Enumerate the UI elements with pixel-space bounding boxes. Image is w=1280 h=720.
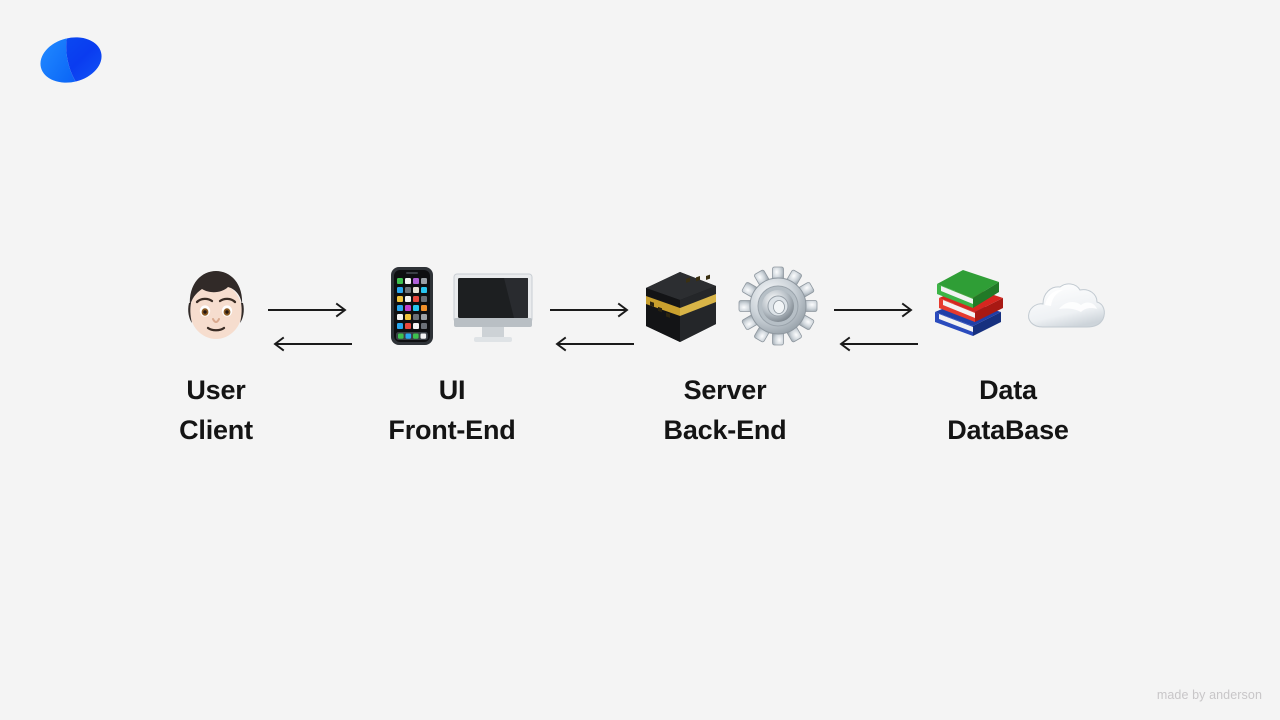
node-label-server: Server Back-End [645,370,805,450]
person-face-icon [180,267,252,345]
node-label-ui: UI Front-End [372,370,532,450]
arrow-right-head [617,302,629,318]
node-label-data-line1: Data [979,375,1037,405]
brand-logo-icon [40,37,102,83]
mobile-phone-icon [390,266,434,346]
watermark: made by anderson [1156,688,1262,702]
node-label-user-line2: Client [179,415,253,445]
architecture-diagram: User Client UI Front-End Server Back-End… [0,258,1280,458]
server-box-icon [642,266,720,346]
node-label-data-line2: DataBase [947,415,1069,445]
node-data-icons [922,258,1114,354]
connector-ui-server [550,296,634,358]
connector-user-ui [268,296,352,358]
connector-server-data [834,296,918,358]
diagram-icon-row [0,258,1280,354]
node-ui-icons [372,258,552,354]
node-label-server-line1: Server [683,375,767,405]
node-label-ui-line1: UI [438,375,466,405]
node-label-user: User Client [136,370,296,450]
node-server-icons [638,258,822,354]
node-label-server-line2: Back-End [663,415,787,445]
desktop-computer-icon [452,268,534,344]
books-icon [929,266,1007,346]
node-user-icons [166,258,266,354]
arrow-right-head [335,302,347,318]
cloud-icon [1025,275,1107,337]
arrow-right-head [901,302,913,318]
node-label-user-line1: User [186,375,246,405]
gear-icon [738,266,818,346]
arrow-left-head [839,336,851,352]
node-label-data: Data DataBase [928,370,1088,450]
node-label-ui-line2: Front-End [388,415,516,445]
brand-logo[interactable] [36,25,106,95]
arrow-left-head [555,336,567,352]
arrow-left-head [273,336,285,352]
